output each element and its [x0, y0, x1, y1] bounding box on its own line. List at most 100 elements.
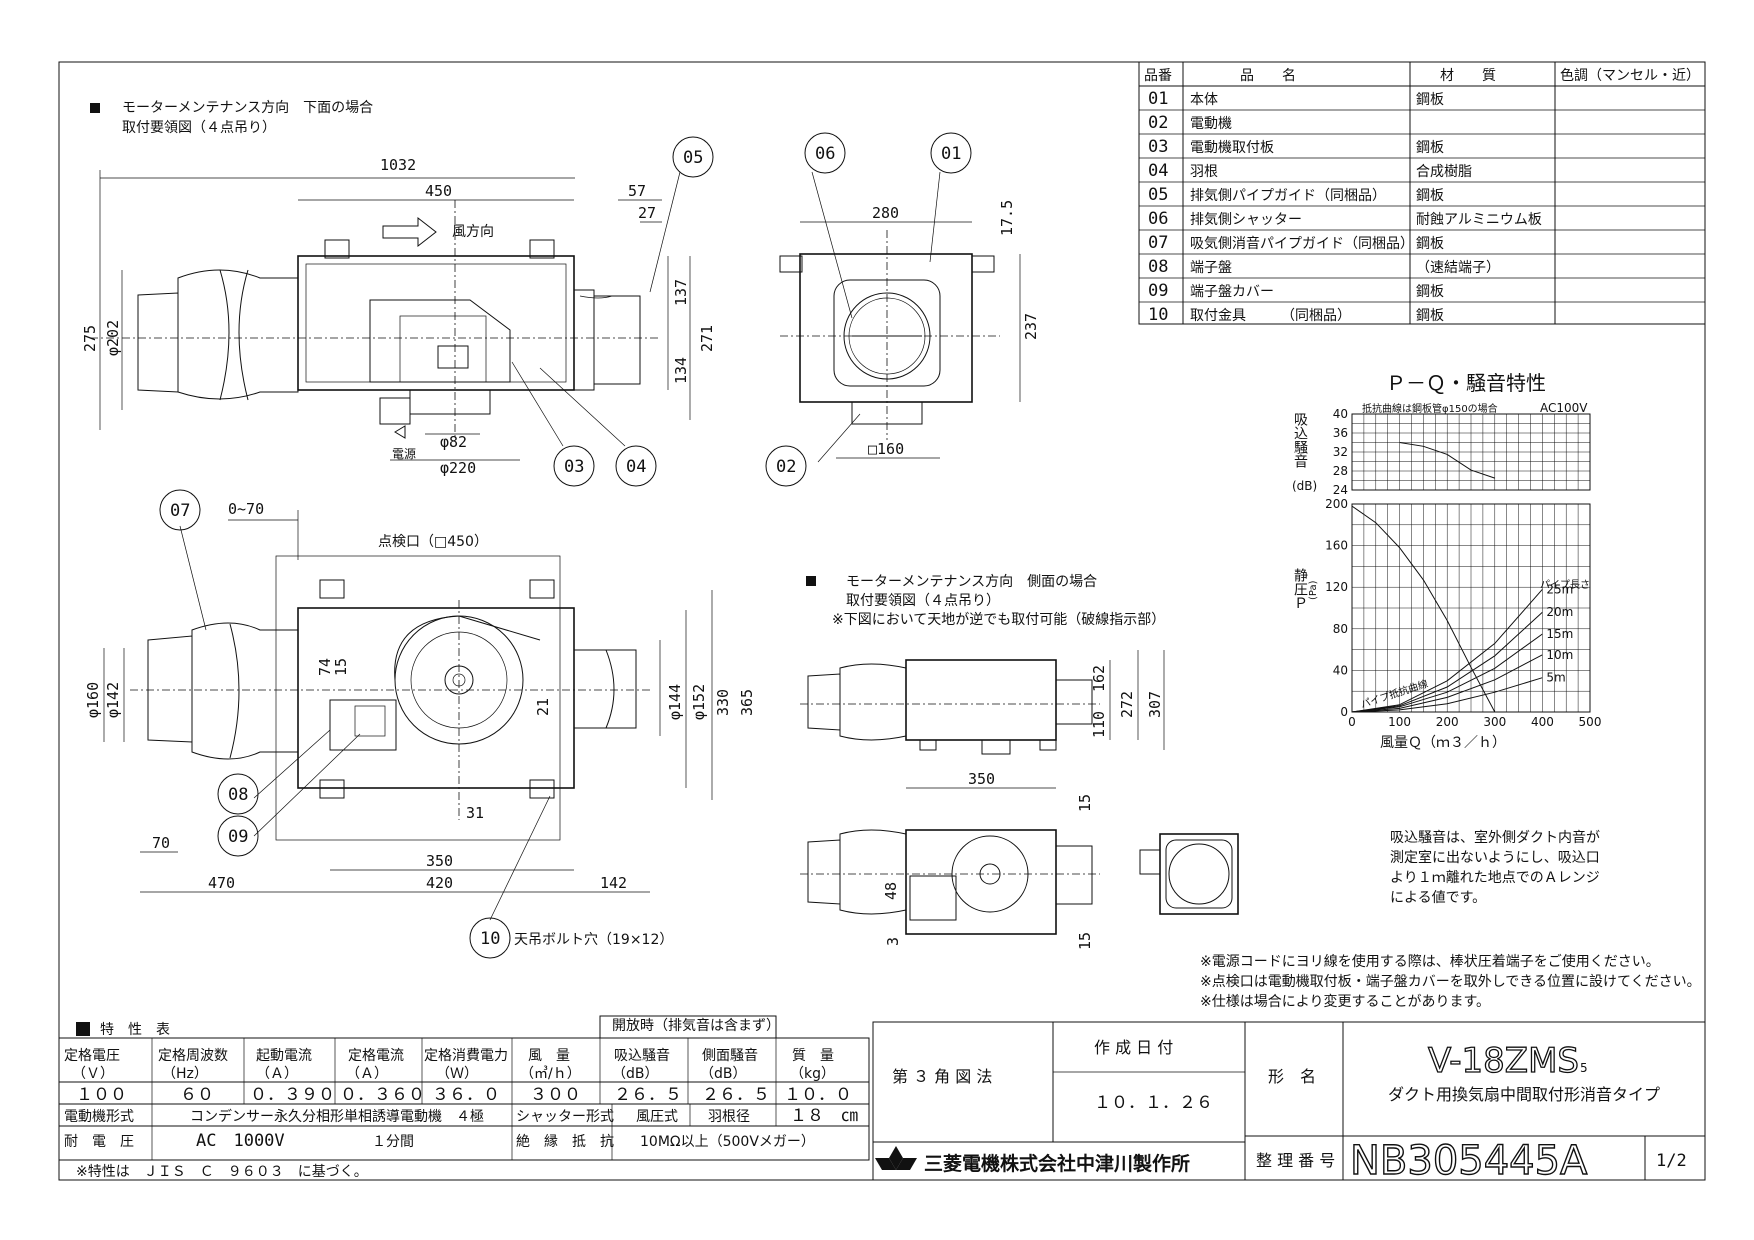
dim-137: 137 [672, 279, 690, 306]
spec-value: ３００ [530, 1085, 581, 1105]
dim-15-bottom: 15 [1076, 932, 1094, 950]
pressure-tick-label: 80 [1333, 622, 1348, 636]
noise-axis-label: 吸込騒音 [1292, 412, 1308, 468]
spec-unit: （dB） [612, 1066, 659, 1082]
x-tick-label: 200 [1436, 715, 1459, 729]
dim-phi202: φ202 [104, 320, 122, 356]
pressure-tick-label: 120 [1325, 580, 1348, 594]
callout-01: 01 [941, 144, 961, 164]
model-subscript: 5 [1580, 1061, 1588, 1075]
dim-134: 134 [672, 357, 690, 384]
dim-110: 110 [1090, 711, 1108, 738]
dim-237: 237 [1022, 313, 1040, 340]
spec-unit: （Ｖ） [72, 1066, 114, 1082]
dim-phi142: φ142 [104, 682, 122, 718]
shutter-type-label: シャッター形式 [516, 1109, 614, 1125]
dim-330: 330 [714, 689, 732, 716]
pq-curve [1351, 505, 1496, 713]
date-label: 作 成 日 付 [1094, 1038, 1173, 1057]
dim-31: 31 [466, 804, 484, 822]
resistance-curve-15m [1351, 633, 1543, 713]
resistance-curve-label: 20m [1546, 605, 1573, 619]
spec-unit: （Ｗ） [436, 1066, 478, 1082]
dim-17.5: 17.5 [998, 200, 1016, 236]
spec-header: 吸込騒音 [614, 1047, 670, 1064]
noise-tick-label: 24 [1333, 483, 1348, 497]
resistance-curve-10m [1351, 654, 1543, 713]
dim-15-top: 15 [1076, 794, 1094, 812]
general-note: ※電源コードにヨリ線を使用する際は、棒状圧着端子をご使用ください。 [1200, 953, 1660, 970]
parts-row-number: 02 [1148, 113, 1168, 133]
noise-tick-label: 28 [1333, 464, 1348, 478]
parts-row-number: 09 [1148, 281, 1168, 301]
dim-142: 142 [600, 874, 627, 892]
parts-row-name: 電動機 [1190, 116, 1232, 132]
spec-header: 定格電流 [348, 1048, 404, 1064]
bolt-hole-label: 天吊ボルト穴（19×12） [514, 932, 673, 948]
parts-row-material: 鋼板 [1416, 140, 1444, 156]
section1-subtitle: 取付要領図（４点吊り） [122, 119, 276, 136]
motor-type-value: コンデンサー永久分相形単相誘導電動機 ４極 [190, 1108, 484, 1125]
dim-21: 21 [534, 698, 552, 716]
spec-value: １０．０ [784, 1085, 852, 1105]
parts-row-name: 端子盤カバー [1190, 284, 1274, 300]
spec-value: ３６．０ [432, 1085, 500, 1105]
resistance-curve-label: 25m [1546, 582, 1573, 596]
model-name: V-18ZMS [1428, 1041, 1579, 1081]
dim-271: 271 [698, 325, 716, 352]
noise-tick-label: 40 [1333, 407, 1348, 421]
resistance-curve-label: 5m [1546, 671, 1565, 685]
mitsubishi-logo-icon [875, 1146, 917, 1170]
callout-02: 02 [776, 457, 796, 477]
parts-row-name: 吸気側消音パイプガイド（同梱品） [1190, 235, 1414, 252]
withstand-voltage-label: 耐 電 圧 [64, 1134, 134, 1150]
pressure-tick-label: 40 [1333, 663, 1348, 677]
dim-0to70: 0~70 [228, 500, 264, 518]
spec-header: 定格周波数 [158, 1048, 228, 1064]
spec-header: 側面騒音 [702, 1047, 758, 1064]
spec-header: 定格電圧 [64, 1048, 120, 1064]
page-number: 1/2 [1656, 1151, 1687, 1171]
dim-350-side: 350 [968, 770, 995, 788]
resistance-curve-label: 15m [1546, 627, 1573, 641]
blade-diameter-value: １８ ㎝ [790, 1106, 858, 1126]
spec-table-title: 特 性 表 [100, 1022, 170, 1038]
model-description: ダクト用換気扇中間取付形消音タイプ [1388, 1085, 1660, 1104]
spec-value: ２６．５ [702, 1085, 770, 1105]
parts-row-material: 鋼板 [1416, 284, 1444, 300]
side-view [90, 170, 691, 461]
dim-48: 48 [882, 882, 900, 900]
spec-footnote: ※特性は ＪＩＳ Ｃ ９６０３ に基づく。 [76, 1163, 368, 1180]
x-tick-label: 0 [1348, 715, 1356, 729]
dim-365: 365 [738, 689, 756, 716]
callout-03: 03 [564, 457, 584, 477]
spec-header: 起動電流 [256, 1048, 312, 1064]
dim-280: 280 [872, 204, 899, 222]
section2-subtitle: 取付要領図（４点吊り） [846, 592, 1000, 609]
x-tick-label: 400 [1531, 715, 1554, 729]
chart-title: Ｐ－Ｑ・騒音特性 [1386, 371, 1546, 395]
dim-275: 275 [81, 325, 99, 352]
resistance-curve-20m [1351, 611, 1543, 713]
parts-row-name: 羽根 [1190, 164, 1218, 180]
parts-row-name: 電動機取付板 [1190, 140, 1274, 156]
withstand-voltage-value: AC 1000V [196, 1131, 285, 1151]
dim-162: 162 [1090, 665, 1108, 692]
noise-note-line: 吸込騒音は、室外側ダクト内音が [1390, 829, 1600, 846]
parts-row-name: 排気側シャッター [1190, 212, 1302, 228]
parts-row-material: 鋼板 [1416, 92, 1444, 108]
dim-70: 70 [152, 834, 170, 852]
chart-xlabel: 風量Ｑ（ｍ３／ｈ） [1380, 735, 1506, 751]
x-tick-label: 500 [1579, 715, 1602, 729]
callout-05: 05 [683, 148, 703, 168]
spec-value: １００ [76, 1085, 127, 1105]
parts-row-number: 04 [1148, 161, 1168, 181]
insulation-label: 絶 縁 抵 抗 [516, 1134, 614, 1150]
dim-15: 15 [332, 658, 350, 676]
power-label: 電源 [392, 447, 416, 461]
parts-table-grid [1138, 61, 1706, 325]
parts-row-name: 端子盤 [1190, 260, 1232, 276]
dim-272: 272 [1118, 691, 1136, 718]
